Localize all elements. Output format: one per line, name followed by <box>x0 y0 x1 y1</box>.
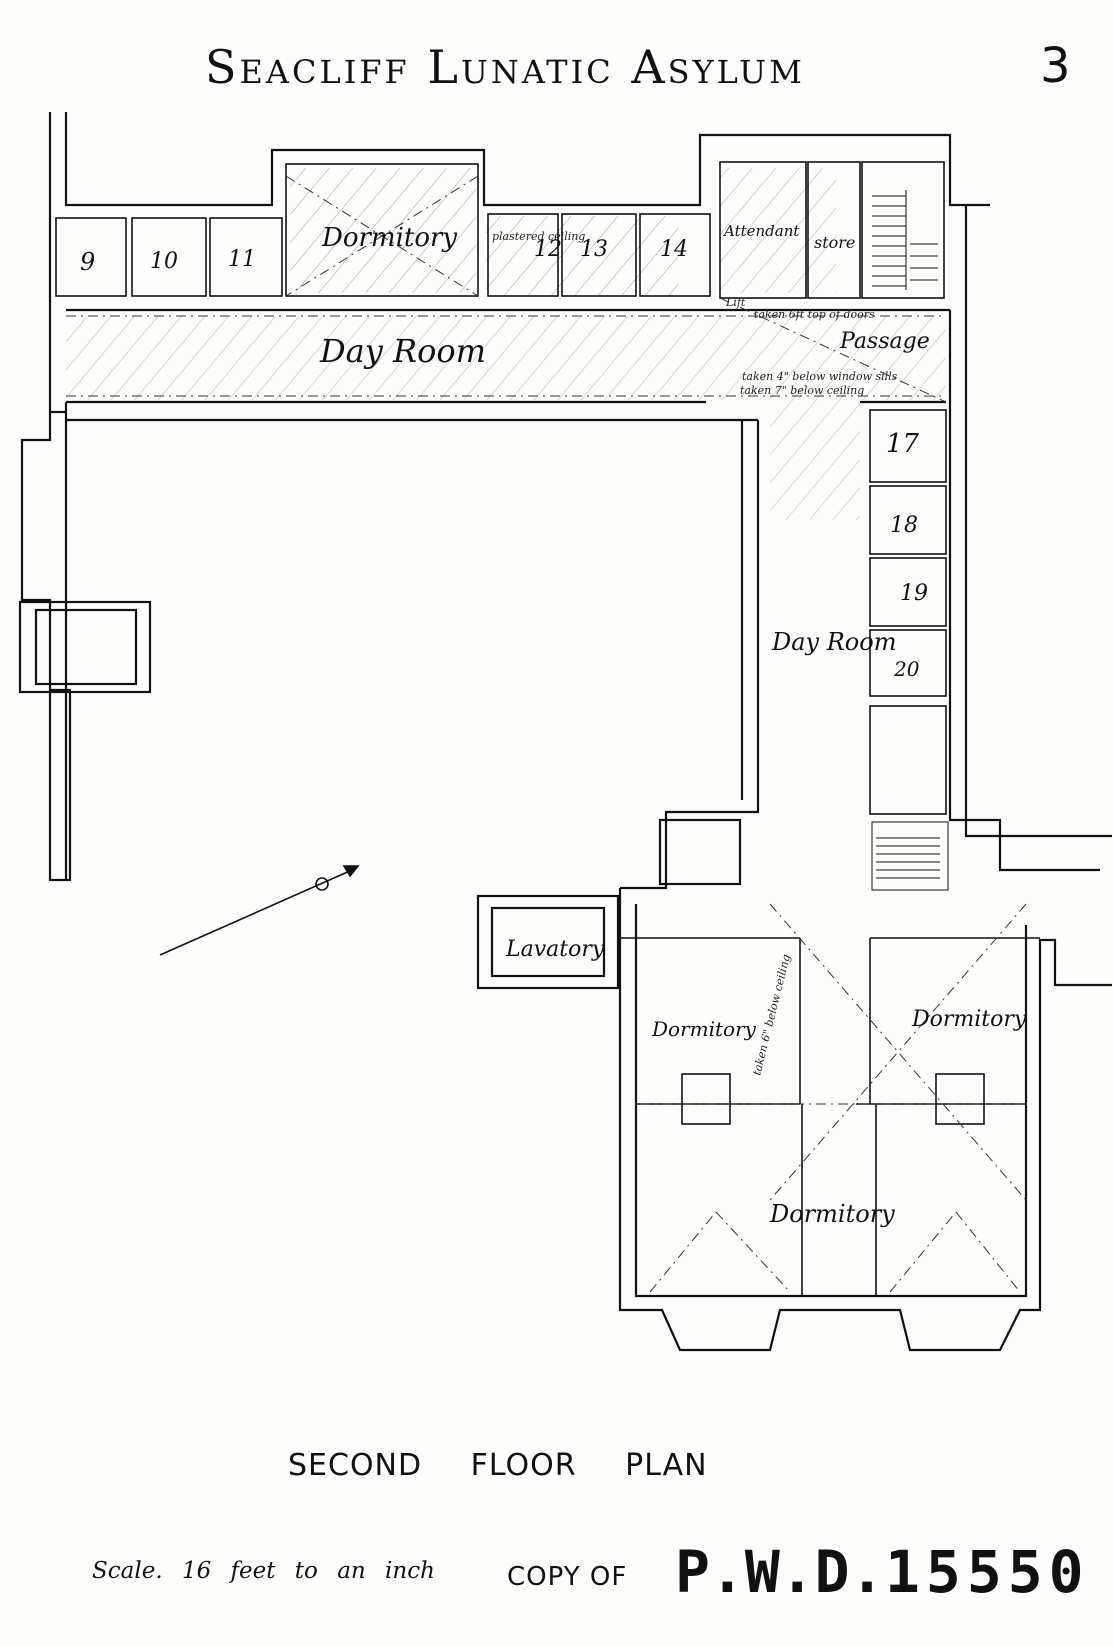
room-20-label: 20 <box>893 657 920 681</box>
note-door: taken 6ft top of doors <box>754 308 875 321</box>
note-lift: Lift <box>725 296 746 309</box>
day-room-side-label: Day Room <box>771 628 896 656</box>
room-11-label: 11 <box>228 247 256 272</box>
dashed-guides <box>66 175 1027 1293</box>
room-13-label: 13 <box>580 237 608 262</box>
room-9-label: 9 <box>80 248 95 276</box>
note-window: taken 4" below window sills <box>742 370 898 383</box>
note-plastered-ceiling: plastered ceiling <box>492 230 585 243</box>
dormitory-top-label: Dormitory <box>321 223 457 253</box>
passage-label: Passage <box>839 329 930 354</box>
dormitory-left-label: Dormitory <box>651 1017 757 1041</box>
room-10-label: 10 <box>150 249 178 274</box>
plan-subtitle: SECOND FLOOR PLAN <box>288 1448 708 1483</box>
dormitory-right-label: Dormitory <box>911 1007 1027 1032</box>
room-19-label: 19 <box>900 581 928 606</box>
scale-note: Scale. 16 feet to an inch <box>92 1558 435 1584</box>
interior-walls <box>55 161 1040 1296</box>
lavatory-label: Lavatory <box>505 937 605 962</box>
dormitory-bottom-label: Dormitory <box>769 1200 895 1228</box>
attendant-label: Attendant <box>722 222 800 240</box>
room-labels: 9 10 11 Dormitory 12 13 14 Attendant sto… <box>80 222 1027 1228</box>
sheet-number: 3 <box>1040 38 1071 94</box>
room-18-label: 18 <box>890 513 918 538</box>
sheet-title: Seacliff Lunatic Asylum <box>205 40 805 94</box>
note-vertical: taken 6" below ceiling <box>750 953 793 1077</box>
room-17-label: 17 <box>886 429 920 459</box>
pwd-number: 15550 <box>885 1538 1090 1606</box>
pwd-label: P.W.D. <box>675 1538 885 1606</box>
note-ceiling: taken 7" below ceiling <box>740 384 864 397</box>
day-room-top-label: Day Room <box>319 332 486 370</box>
copy-of-label: COPY OF <box>507 1562 628 1592</box>
hatched-areas <box>66 168 946 520</box>
room-14-label: 14 <box>660 237 688 262</box>
outer-walls <box>18 112 1112 1352</box>
room-12-label: 12 <box>534 237 562 262</box>
north-arrow <box>159 865 360 956</box>
store-label: store <box>814 233 855 252</box>
